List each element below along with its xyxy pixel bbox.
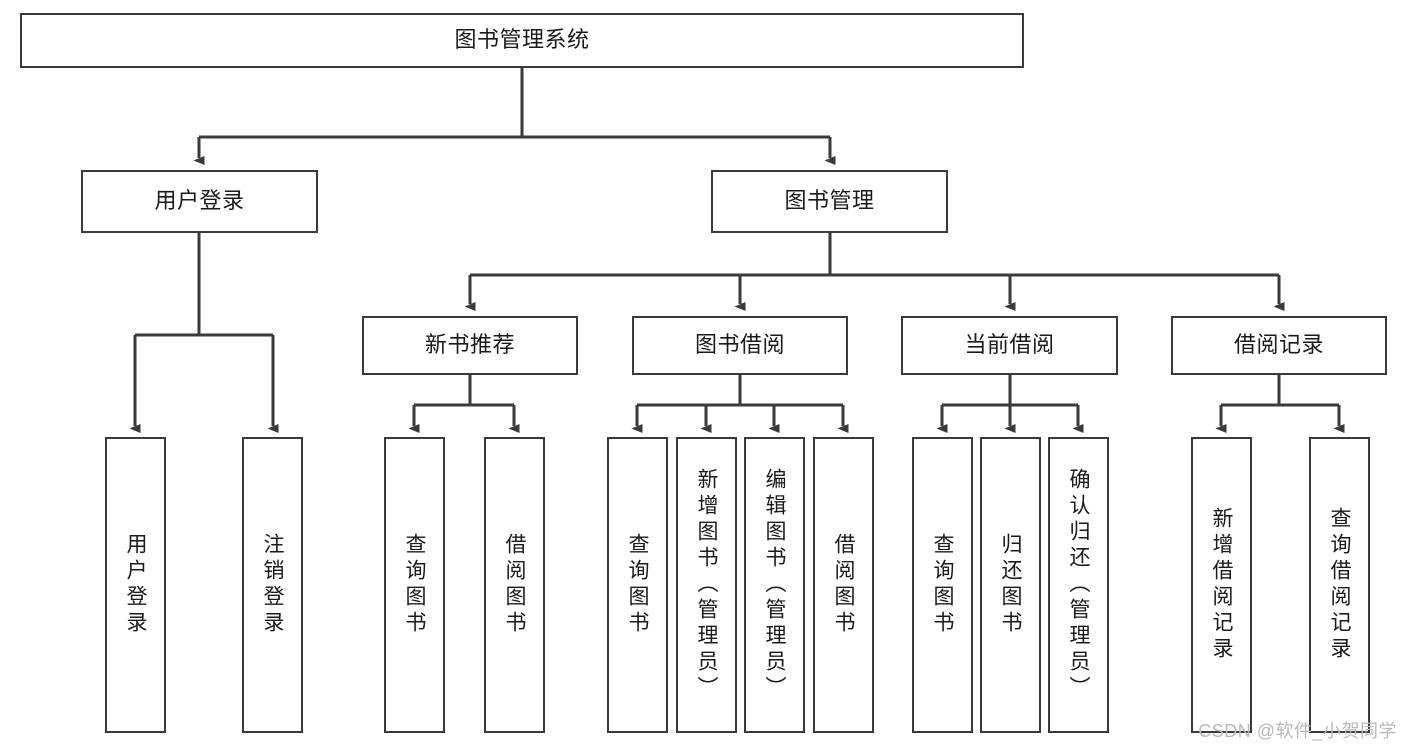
leaf-current-borrow-confirm-return[interactable]: 确认归还（管理员） [1048,437,1109,733]
node-label: 借阅记录 [1233,332,1324,358]
node-current-borrow[interactable]: 当前借阅 [901,316,1118,375]
watermark: CSDN @软件_小贺同学 [1198,721,1397,741]
node-label: 图书借阅 [694,332,785,358]
node-label: 用户登录 [154,188,245,214]
leaf-new-book-query[interactable]: 查询图书 [384,437,445,733]
leaf-borrow-record-query[interactable]: 查询借阅记录 [1309,437,1370,733]
node-label: 新增借阅记录 [1210,507,1233,663]
node-label: 查询图书 [403,533,426,637]
node-label: 借阅图书 [832,533,855,637]
node-book-management[interactable]: 图书管理 [711,170,948,233]
node-user-login[interactable]: 用户登录 [81,170,318,233]
node-label: 图书管理系统 [454,27,590,53]
leaf-user-login-logout[interactable]: 注销登录 [242,437,303,733]
node-label: 图书管理 [784,188,875,214]
leaf-book-borrow-borrow[interactable]: 借阅图书 [813,437,874,733]
node-label: 确认归还（管理员） [1067,468,1090,702]
node-label: 借阅图书 [503,533,526,637]
node-label: 当前借阅 [964,332,1055,358]
leaf-new-book-borrow[interactable]: 借阅图书 [484,437,545,733]
leaf-book-borrow-add[interactable]: 新增图书（管理员） [676,437,737,733]
leaf-user-login-login[interactable]: 用户登录 [105,437,166,733]
node-label: 查询图书 [931,533,954,637]
leaf-book-borrow-query[interactable]: 查询图书 [607,437,668,733]
node-label: 查询借阅记录 [1328,507,1351,663]
leaf-current-borrow-query[interactable]: 查询图书 [912,437,973,733]
node-label: 编辑图书（管理员） [763,468,786,702]
node-label: 归还图书 [999,533,1022,637]
node-borrow-record[interactable]: 借阅记录 [1171,316,1387,375]
leaf-borrow-record-add[interactable]: 新增借阅记录 [1191,437,1252,733]
node-label: 用户登录 [124,533,147,637]
node-root-book-management-system[interactable]: 图书管理系统 [20,13,1024,68]
node-label: 查询图书 [626,533,649,637]
leaf-book-borrow-edit[interactable]: 编辑图书（管理员） [744,437,805,733]
node-label: 新增图书（管理员） [695,468,718,702]
node-label: 新书推荐 [424,332,515,358]
node-label: 注销登录 [261,533,284,637]
node-book-borrow[interactable]: 图书借阅 [632,316,848,375]
leaf-current-borrow-return[interactable]: 归还图书 [980,437,1041,733]
node-new-book-recommend[interactable]: 新书推荐 [362,316,578,375]
